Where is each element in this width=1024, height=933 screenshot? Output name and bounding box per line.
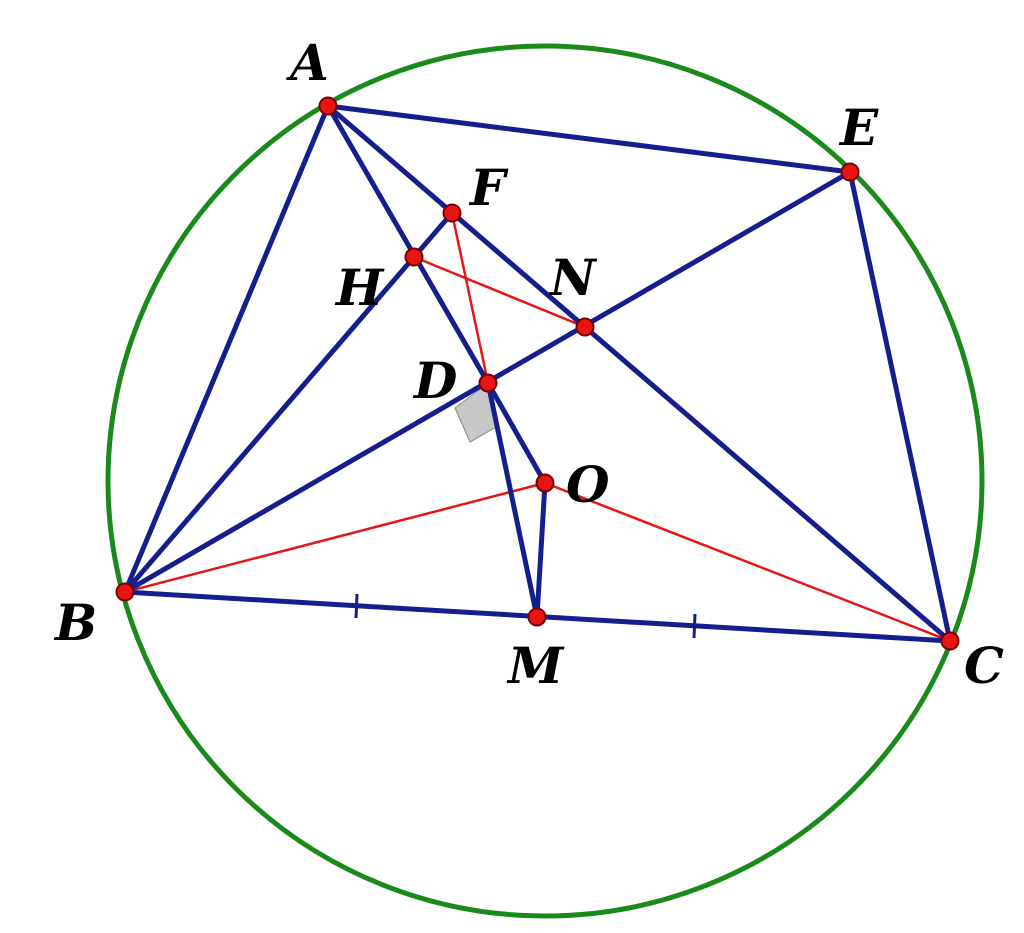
tick-BM bbox=[354, 593, 359, 619]
equal-ticks bbox=[354, 593, 697, 639]
point-M bbox=[527, 607, 547, 627]
label-N: N bbox=[548, 248, 598, 307]
segment-OC bbox=[544, 481, 951, 643]
label-E: E bbox=[838, 98, 879, 157]
point-N bbox=[575, 317, 595, 337]
segment-AB bbox=[122, 103, 331, 595]
point-labels: A E F H N D O B M C bbox=[53, 33, 1004, 695]
point-A bbox=[318, 96, 338, 116]
segment-BF bbox=[122, 210, 455, 595]
label-H: H bbox=[334, 258, 385, 317]
label-O: O bbox=[566, 455, 610, 514]
segment-FD bbox=[450, 212, 490, 384]
label-B: B bbox=[53, 593, 97, 652]
points bbox=[115, 96, 960, 651]
point-D bbox=[478, 373, 498, 393]
point-B bbox=[115, 582, 135, 602]
auxiliary-lines bbox=[124, 212, 951, 643]
segment-OM bbox=[534, 480, 548, 620]
segment-DO bbox=[485, 380, 548, 486]
label-D: D bbox=[412, 351, 457, 410]
point-H bbox=[404, 247, 424, 267]
tick-MC bbox=[692, 613, 697, 639]
segment-BO bbox=[124, 481, 546, 594]
segment-AE bbox=[325, 103, 853, 175]
segment-HN bbox=[413, 255, 586, 329]
label-C: C bbox=[964, 636, 1004, 695]
segment-DM bbox=[485, 380, 540, 620]
label-M: M bbox=[506, 636, 565, 695]
circumcircle bbox=[105, 43, 985, 919]
label-A: A bbox=[286, 33, 329, 92]
label-F: F bbox=[468, 158, 509, 217]
segment-EC bbox=[847, 169, 953, 644]
point-E bbox=[840, 162, 860, 182]
segment-AD bbox=[325, 103, 491, 386]
point-F bbox=[442, 203, 462, 223]
point-O bbox=[535, 473, 555, 493]
point-C bbox=[940, 631, 960, 651]
segment-AC bbox=[325, 103, 953, 644]
